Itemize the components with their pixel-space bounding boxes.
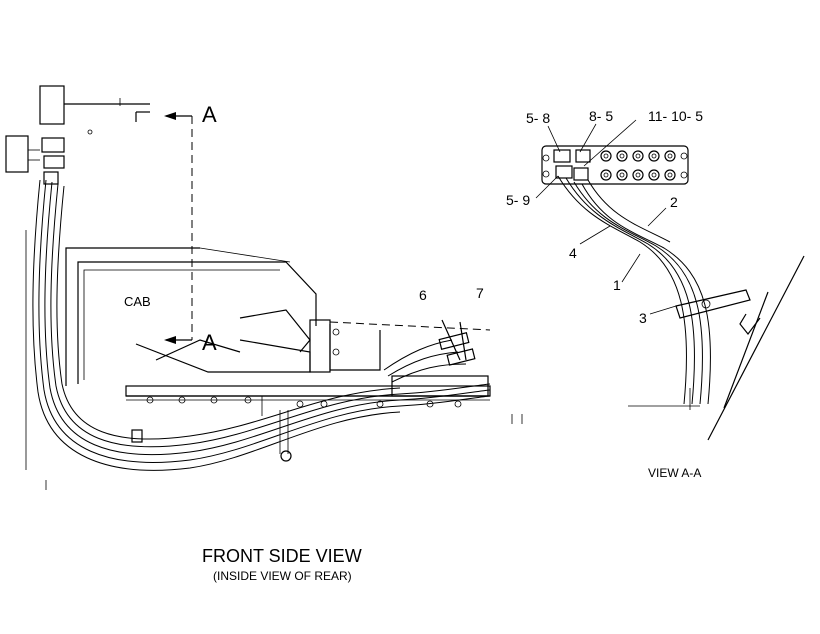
- fitting-lower: [43, 155, 65, 169]
- hose-bundle-view-a-a: [557, 175, 712, 405]
- section-mark-top: A: [202, 102, 217, 127]
- view-a-a-drawing: [535, 119, 805, 441]
- cab-label: CAB: [124, 294, 151, 309]
- coupler-ports: [542, 150, 688, 181]
- side-box: [5, 135, 29, 173]
- callout-6: 6: [419, 287, 427, 303]
- upper-bracket: [39, 85, 65, 125]
- callout-4: 4: [569, 245, 577, 261]
- front-side-view-subtitle: (INSIDE VIEW OF REAR): [213, 569, 352, 583]
- callout-3: 3: [639, 310, 647, 326]
- fitting-upper: [41, 137, 65, 153]
- view-a-a-title: VIEW A-A: [648, 466, 701, 480]
- callout-2: 2: [670, 194, 678, 210]
- cab-outline: [65, 247, 317, 386]
- callout-11-10-5: 11- 10- 5: [648, 108, 703, 124]
- coupler-block: [541, 145, 689, 185]
- section-line-a-a: [164, 112, 193, 344]
- callout-5-8: 5- 8: [526, 110, 550, 126]
- hose-bundle-front: [32, 179, 491, 471]
- coupler-hoses: [383, 319, 476, 383]
- section-mark-bottom: A: [202, 330, 217, 355]
- frame-rails: [125, 319, 523, 462]
- front-side-view-title: FRONT SIDE VIEW: [202, 546, 362, 566]
- hose-clamp: [675, 289, 751, 319]
- callout-5-9: 5- 9: [506, 192, 530, 208]
- callout-7: 7: [476, 285, 484, 301]
- callout-1: 1: [613, 277, 621, 293]
- callout-8-5: 8- 5: [589, 108, 613, 124]
- front-side-view-drawing: [5, 85, 523, 490]
